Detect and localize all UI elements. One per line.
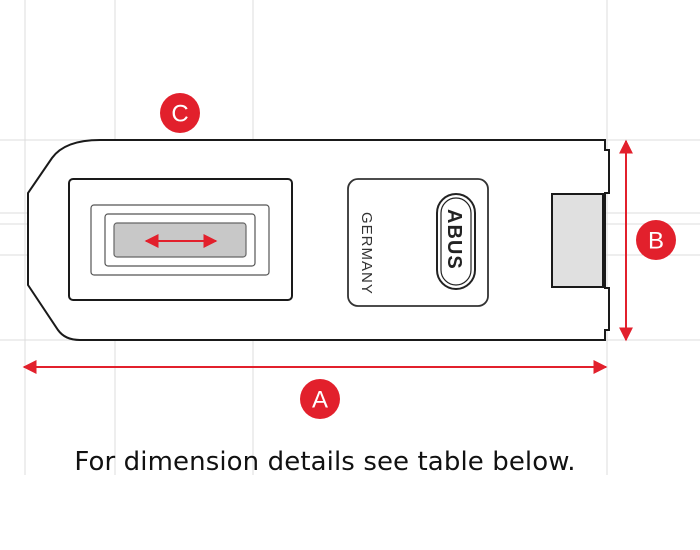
svg-text:C: C xyxy=(171,101,188,128)
slider-window xyxy=(68,178,293,301)
dimension-c-badge: C xyxy=(160,93,200,133)
side-block xyxy=(551,193,604,288)
germany-label: GERMANY xyxy=(358,212,375,295)
abus-logo-frame xyxy=(436,193,476,290)
dimension-b-badge: B xyxy=(636,220,676,260)
dimension-a-badge: A xyxy=(300,379,340,419)
svg-text:A: A xyxy=(312,387,328,414)
logo-plate: GERMANY ABUS xyxy=(347,178,489,307)
caption: For dimension details see table below. xyxy=(74,447,576,477)
svg-text:B: B xyxy=(648,228,664,255)
abus-logo: ABUS xyxy=(443,209,465,270)
